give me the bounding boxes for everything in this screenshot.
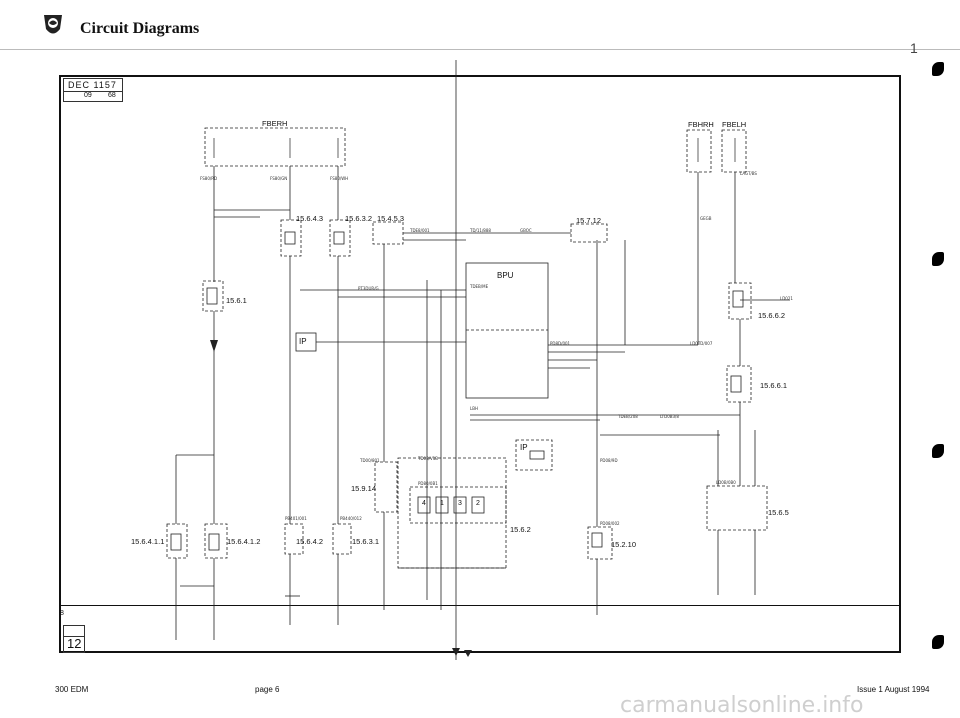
- svg-text:PD8D/001: PD8D/001: [550, 341, 571, 346]
- ref-1561: 15.6.1: [226, 296, 247, 305]
- svg-text:PD08/9D: PD08/9D: [600, 458, 618, 463]
- svg-text:TD08/V1B: TD08/V1B: [417, 456, 438, 461]
- footer-left: 300 EDM: [55, 685, 89, 694]
- fberh-label: FBERH: [262, 119, 288, 128]
- svg-text:LD0TD/007: LD0TD/007: [690, 341, 713, 346]
- jaguar-logo-icon: [44, 15, 62, 34]
- svg-text:FS80/WH: FS80/WH: [330, 176, 348, 181]
- svg-text:TDE8/001: TDE8/001: [409, 228, 430, 233]
- page-title: Circuit Diagrams: [80, 20, 200, 37]
- switch-number: 2: [476, 500, 480, 507]
- svg-text:LBH: LBH: [470, 406, 478, 411]
- svg-text:GBOC: GBOC: [520, 228, 532, 233]
- ref-15642: 15.6.4.2: [296, 537, 324, 546]
- switch-number: 1: [440, 500, 444, 507]
- ref-15453: 15.4.5.3: [377, 214, 405, 223]
- svg-text:FS80/RD: FS80/RD: [200, 176, 217, 181]
- watermark: carmanualsonline.info: [620, 693, 864, 718]
- ip-label-mid: IP: [520, 443, 528, 452]
- svg-text:LD021: LD021: [780, 296, 793, 301]
- svg-text:PD08/002: PD08/002: [600, 521, 620, 526]
- footer-page: page 6: [255, 685, 280, 694]
- ref-15661: 15.6.6.1: [760, 381, 788, 390]
- binder-mark: [932, 444, 944, 458]
- ref-15210: 15.2.10: [611, 540, 637, 549]
- ref-156411: 15.6.4.1.1: [131, 537, 165, 546]
- diagram-frame: [59, 75, 901, 653]
- ref-15662: 15.6.6.2: [758, 311, 786, 320]
- ref-156412: 15.6.4.1.2: [227, 537, 261, 546]
- svg-text:PT3DUR/G: PT3DUR/G: [358, 286, 379, 291]
- svg-text:TD00/801: TD00/801: [359, 458, 380, 463]
- ref-1562: 15.6.2: [510, 525, 531, 534]
- header-rule: [0, 49, 960, 50]
- binder-mark: [932, 62, 944, 76]
- svg-text:TDEB/208: TDEB/208: [617, 414, 638, 419]
- svg-text:LD0B/0B0: LD0B/0B0: [716, 480, 736, 485]
- page-corner-number: 1: [910, 40, 918, 56]
- ref-15643: 15.6.4.3: [296, 214, 324, 223]
- ref-15631: 15.6.3.1: [352, 537, 380, 546]
- fbelh-label: FBELH: [722, 120, 747, 129]
- diagram-bottom-rule: [59, 605, 901, 606]
- bpu-label: BPU: [497, 271, 514, 280]
- svg-text:PB401/001: PB401/001: [285, 516, 307, 521]
- title-block-row2a: 09: [84, 92, 92, 99]
- svg-text:LTD0B3/8: LTD0B3/8: [660, 414, 679, 419]
- svg-text:PD80/0B1: PD80/0B1: [418, 481, 438, 486]
- side-marker: 8: [60, 610, 64, 617]
- svg-text:LAGT/BS: LAGT/BS: [740, 171, 757, 176]
- svg-text:TD/11/888: TD/11/888: [469, 228, 491, 233]
- svg-text:GEGB: GEGB: [700, 216, 712, 221]
- switch-number: 4: [422, 500, 426, 507]
- binder-mark: [932, 252, 944, 266]
- ref-15632: 15.6.3.2: [345, 214, 373, 223]
- binder-mark: [932, 635, 944, 649]
- title-block-label: DEC: [68, 80, 91, 90]
- ref-15914: 15.9.14: [351, 484, 377, 493]
- ref-1565: 15.6.5: [768, 508, 789, 517]
- svg-text:TDEB/ME: TDEB/ME: [469, 284, 489, 289]
- ref-block-number: 12: [67, 636, 82, 651]
- ref-block: 12: [63, 625, 85, 653]
- title-block-number: 1157: [93, 80, 117, 90]
- title-block-row2b: 68: [108, 92, 116, 99]
- fbhrh-label: FBHRH: [688, 120, 714, 129]
- title-block: DEC 1157 09 68: [63, 78, 123, 102]
- svg-text:FS80/GN: FS80/GN: [270, 176, 287, 181]
- footer-issue: Issue 1 August 1994: [857, 685, 930, 694]
- ref-15712: 15.7.12: [576, 216, 602, 225]
- ip-label-left: IP: [299, 337, 307, 346]
- switch-number: 3: [458, 500, 462, 507]
- svg-text:PB440/012: PB440/012: [340, 516, 362, 521]
